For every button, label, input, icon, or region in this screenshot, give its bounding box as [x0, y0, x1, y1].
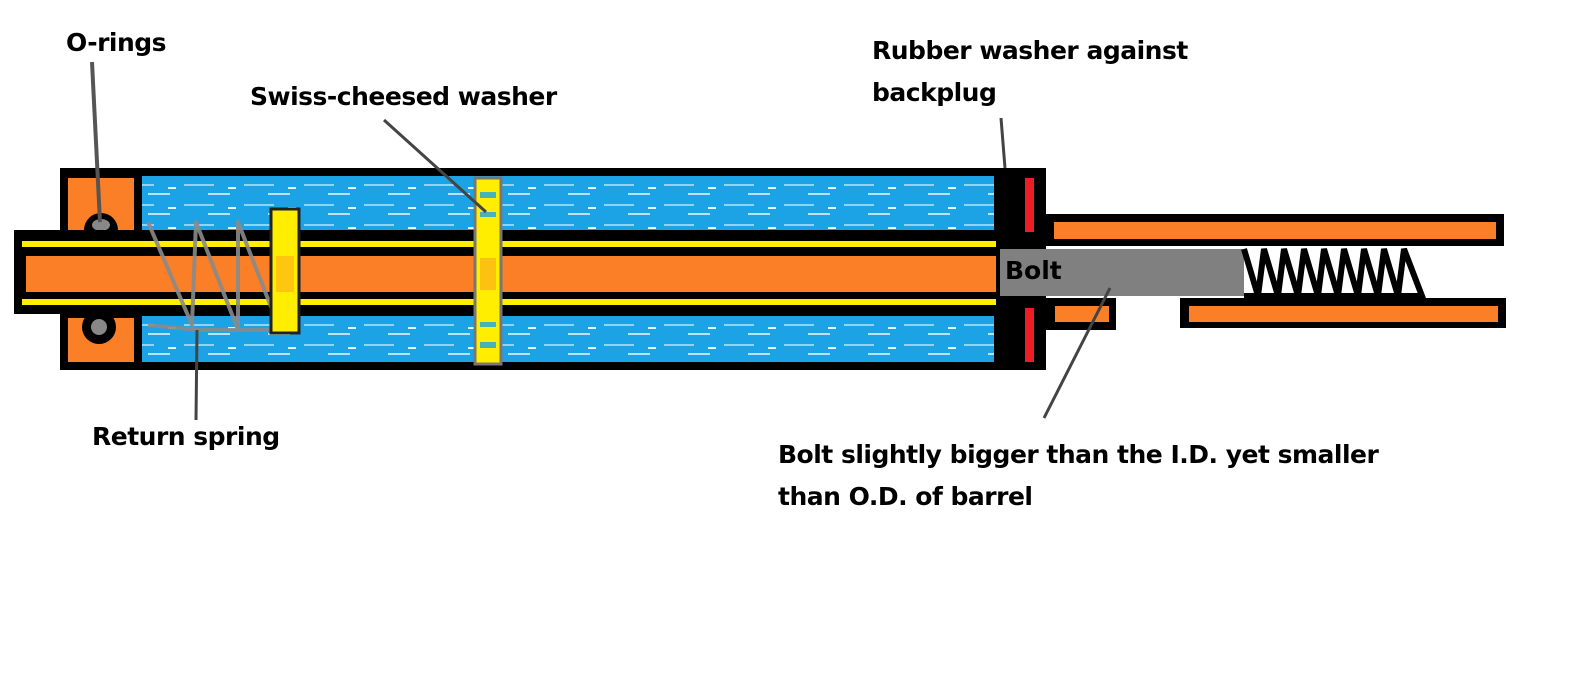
label-o-rings: O-rings: [66, 28, 167, 57]
label-rubber-washer-line1: Rubber washer against: [872, 36, 1188, 65]
bolt: [1000, 249, 1244, 296]
barrel-bottom: [1189, 306, 1498, 322]
rubber-washer-top: [1025, 178, 1034, 232]
bolt-spring: [1241, 247, 1427, 299]
leader-rubber-washer: [999, 117, 1007, 169]
leader-swiss-washer: [382, 118, 488, 214]
return-spring: [146, 220, 282, 332]
rubber-washer-bottom: [1025, 308, 1034, 362]
leader-o-rings: [90, 61, 102, 223]
bolt-label: Bolt: [1005, 256, 1062, 285]
rod-core: [26, 256, 996, 292]
label-rubber-washer-line2: backplug: [872, 78, 997, 107]
label-bolt-note-line2: than O.D. of barrel: [778, 482, 1033, 511]
label-swiss-cheesed-washer: Swiss-cheesed washer: [250, 82, 557, 111]
rod-yellow-bottom: [22, 299, 996, 305]
label-bolt-note-line1: Bolt slightly bigger than the I.D. yet s…: [778, 440, 1379, 469]
rod-yellow-top: [22, 241, 996, 247]
barrel-top: [1054, 222, 1496, 239]
leader-return-spring: [194, 329, 199, 421]
leader-bolt: [1042, 287, 1112, 419]
o-ring-bottom: [82, 310, 116, 344]
label-return-spring: Return spring: [92, 422, 280, 451]
